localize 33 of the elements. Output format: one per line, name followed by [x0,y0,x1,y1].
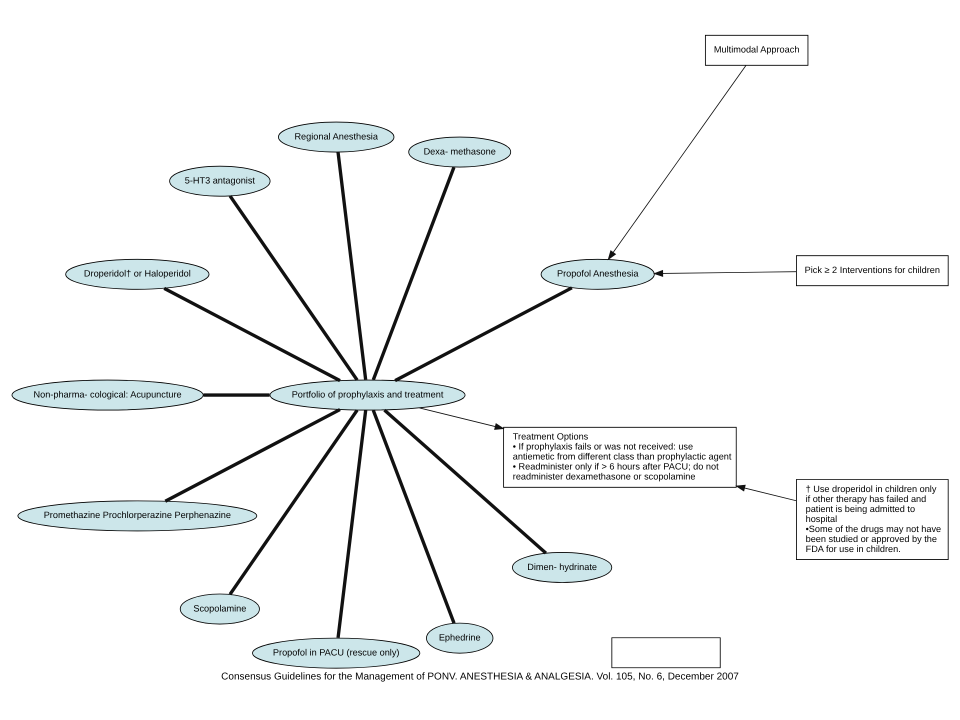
connector [394,286,573,382]
node-ellipse: Scopolamine [180,593,260,624]
arrow [735,484,797,501]
connector [336,152,368,380]
connector [163,286,341,382]
node-box [611,636,721,668]
connector [383,408,547,554]
node-ellipse: Dexa- methasone [408,136,512,167]
node-ellipse: Propofol in PACU (rescue only) [252,637,420,668]
arrow [419,407,505,430]
connector [372,409,456,624]
connector [228,194,359,380]
node-ellipse: Non-pharma- cological: Acupuncture [12,379,204,410]
arrow [608,64,746,260]
node-box: † Use droperidol in children only if other therapy has failed and patient is being admitted to hospital •Some of the drugs may not have been studied or approved by the FDA for use in children. [796,478,949,560]
connector [228,408,359,595]
node-ellipse: Propofol Anesthesia [540,258,655,290]
node-ellipse: Promethazine Prochlorperazine Perphenazine [18,500,258,531]
node-ellipse: Portfolio of prophylaxis and treatment [270,379,466,410]
arrow [653,269,797,276]
node-box: Treatment Options • If prophylaxis fails or was not received: use antiemetic from different class than prophylactic agent • Readminister only if > 6 hours after PACU; do not readminister dexamethasone or scopolamine [503,426,737,488]
connector [164,408,341,502]
caption: Consensus Guidelines for the Management of PONV. ANESTHESIA & ANALGESIA. Vol. 105, No. 6, December 2007 [221,670,739,682]
node-box: Pick ≥ 2 Interventions for children [796,254,949,286]
node-ellipse: 5-HT3 antagonist [169,165,271,196]
node-ellipse: Droperidol† or Haloperidol [65,258,210,290]
node-ellipse: Regional Anesthesia [278,121,394,152]
node-ellipse: Dimen- hydrinate [512,552,612,582]
node-box: Multimodal Approach [704,34,808,66]
connector [336,410,368,638]
connector [203,392,270,396]
node-ellipse: Ephedrine [426,622,494,654]
connector [372,166,456,380]
